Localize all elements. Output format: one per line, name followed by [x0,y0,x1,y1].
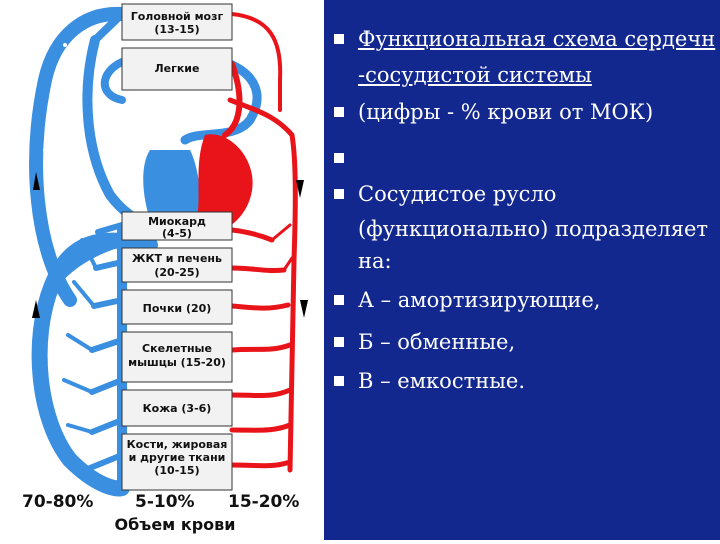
aorta [227,97,298,473]
organ-label: Почки (20) [143,302,212,315]
organ-brain-box [121,3,233,41]
arrow-left-lower [32,300,40,318]
arterial-branch-1 [229,227,275,243]
arterial-vessels [222,12,298,473]
venous-branch-6 [89,417,125,435]
left-heart [197,134,253,234]
arterial-branch-2 [229,265,287,274]
circulation-svg: Головной мозг (13-15) Легкие Миокард (4-… [22,3,308,534]
organ-value: (20-25) [154,266,199,279]
arterial-sub-2 [282,256,294,272]
organ-gut-box [121,247,233,283]
arterial-sub-1 [270,223,292,242]
vessel-dots [43,43,67,412]
bullet-square-icon [334,153,344,163]
organ-lungs-box [121,47,233,91]
pulmonary-artery [100,58,126,104]
percent-venous: 70-80% [22,492,93,512]
bullet-text: на: [358,249,392,273]
slide-panel: Функциональная схема сердечн -сосудистой… [324,0,720,540]
organ-skin-box [121,389,233,427]
bullet-text: -сосудистой системы [358,63,592,87]
bullet-square-icon [334,337,344,347]
organ-label: Скелетные [142,342,212,355]
arterial-branch-3 [229,302,291,311]
venous-sub-3 [66,333,94,352]
pulmonary-vein [222,61,243,138]
bullet-text: Функциональная схема сердечн [358,27,716,51]
bullet-square-icon [334,295,344,305]
arrow-right-upper [296,180,304,198]
bullet-text: Б – обменные, [358,330,516,354]
organ-value: (4-5) [162,227,192,240]
organ-value: и другие ткани [129,451,226,464]
venous-sub-1 [80,238,98,270]
venous-branch-7 [87,452,125,471]
venous-brain-vein [91,10,126,44]
organ-kidney-box [121,289,233,325]
pulmonary-vessel [180,59,262,145]
organ-value: мышцы (15-20) [128,356,226,369]
organ-extra: (10-15) [154,464,199,477]
organ-label: Легкие [155,62,200,75]
organ-label: Кости, жировая [127,438,228,451]
organ-label: ЖКТ и печень [132,252,222,265]
venous-sub-2 [72,280,96,308]
organ-myocard-box [121,211,233,241]
bullet-text: (цифры - % крови от МОК) [358,100,654,124]
venous-outer-loop [31,232,158,497]
organ-bone-box [121,433,233,491]
organ-value: (13-15) [154,23,199,36]
organ-label: Кожа (3-6) [143,402,212,415]
bullet-square-icon [334,189,344,199]
venous-branch-3 [91,297,125,309]
organ-column [121,3,233,491]
organ-labels: Головной мозг (13-15) Легкие Миокард (4-… [127,10,228,477]
venous-sub-4 [62,378,94,394]
circulation-diagram: Головной мозг (13-15) Легкие Миокард (4-… [0,0,324,540]
percent-capillary: 5-10% [135,492,195,512]
venous-branch-4 [89,337,125,353]
bullet-square-icon [334,34,344,44]
organ-label: Миокард [148,215,206,228]
venous-sub-5 [66,423,94,434]
bullet-text: В – емкостные. [358,369,526,393]
arrow-left-upper [33,172,40,190]
venous-branch-1 [95,222,125,235]
organ-muscle-box [121,331,233,383]
flow-arrows [32,172,308,318]
organ-label: Головной мозг [131,10,224,23]
arterial-branch-5 [229,387,293,399]
venous-branch-5 [89,377,125,395]
bullet-square-icon [334,107,344,117]
bullet-text: А – амортизирующие, [358,288,601,312]
bullet-text: (функционально) подразделяет [358,217,709,241]
bullet-text: Сосудистое русло [358,182,557,206]
arterial-branch-7 [229,459,293,469]
arterial-branch-6 [229,422,293,433]
volume-footer: Объем крови [115,515,236,534]
carotid-artery [230,12,283,112]
arrow-right-lower [300,300,308,318]
bullet-square-icon [334,376,344,386]
arterial-branch-4 [229,342,293,353]
volume-labels: 70-80% 5-10% 15-20% Объем крови [22,492,299,534]
venous-branch-2 [93,259,125,271]
venous-upper-loop [29,6,129,307]
percent-arterial: 15-20% [228,492,299,512]
